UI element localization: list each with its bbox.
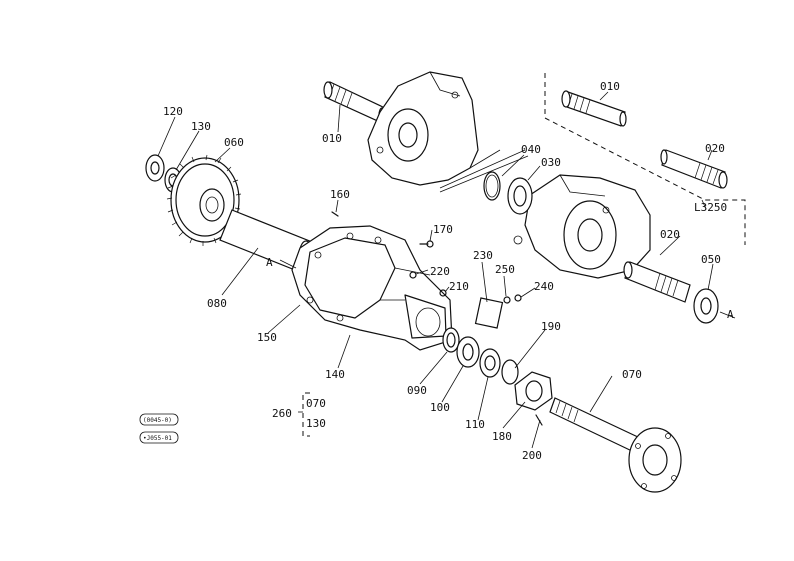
label-230: 230	[473, 249, 493, 262]
o-ring-190	[501, 359, 519, 385]
label-070: 070	[622, 368, 642, 381]
label-060: 060	[224, 136, 244, 149]
label-100: 100	[430, 401, 450, 414]
upper-housing-cover	[367, 71, 501, 186]
axle-case-140	[291, 225, 453, 351]
label-210: 210	[449, 280, 469, 293]
kit-260-bracket	[298, 392, 310, 437]
leader-lines	[157, 91, 736, 449]
label-080: 080	[207, 297, 227, 310]
drawing-stamps: (0045-0) •J055-01	[139, 413, 179, 444]
snap-ring-040	[483, 171, 501, 201]
l3250-variant-box	[544, 73, 746, 245]
label-140: 140	[325, 368, 345, 381]
label-090: 090	[407, 384, 427, 397]
label-130: 130	[191, 120, 211, 133]
stamp-text-2: •J055-01	[143, 435, 172, 442]
shaft-010-variant	[561, 90, 627, 127]
right-housing-cover	[513, 174, 651, 279]
label-160: 160	[330, 188, 350, 201]
label-030: 030	[541, 156, 561, 169]
small-hardware	[331, 211, 522, 329]
label-240: 240	[534, 280, 554, 293]
label-170: 170	[433, 223, 453, 236]
label-150: 150	[257, 331, 277, 344]
bearing-retainer-180	[514, 371, 553, 426]
label-l3250: L3250	[694, 201, 727, 214]
shaft-010	[323, 81, 386, 123]
oil-seal-090	[442, 327, 460, 353]
housing-guide-lines	[439, 149, 529, 193]
label-110: 110	[465, 418, 485, 431]
label-180: 180	[492, 430, 512, 443]
stamp-text-1: (0045-0)	[143, 417, 172, 424]
flange-shaft-070	[549, 397, 682, 493]
label-130-kit: 130	[306, 417, 326, 430]
label-040: 040	[521, 143, 541, 156]
part-labels: 010 020 010 040 030 120 130 060 160 170 …	[163, 80, 734, 462]
label-120: 120	[163, 105, 183, 118]
label-200: 200	[522, 449, 542, 462]
gear-060	[166, 154, 242, 246]
label-020-variant: 020	[705, 142, 725, 155]
bearing-030	[507, 177, 533, 215]
bearing-050	[693, 288, 719, 324]
label-a-right: A	[727, 308, 734, 321]
label-260: 260	[272, 407, 292, 420]
label-220: 220	[430, 265, 450, 278]
label-a-left: A	[266, 256, 273, 269]
shaft-020	[623, 261, 691, 303]
label-190: 190	[541, 320, 561, 333]
bearing-110	[479, 348, 501, 378]
label-250: 250	[495, 263, 515, 276]
label-020: 020	[660, 228, 680, 241]
shaft-020-variant	[660, 149, 728, 189]
label-010-variant: 010	[600, 80, 620, 93]
label-050: 050	[701, 253, 721, 266]
label-070-kit: 070	[306, 397, 326, 410]
washer-120	[145, 154, 165, 182]
bearing-100	[456, 336, 480, 368]
label-010: 010	[322, 132, 342, 145]
